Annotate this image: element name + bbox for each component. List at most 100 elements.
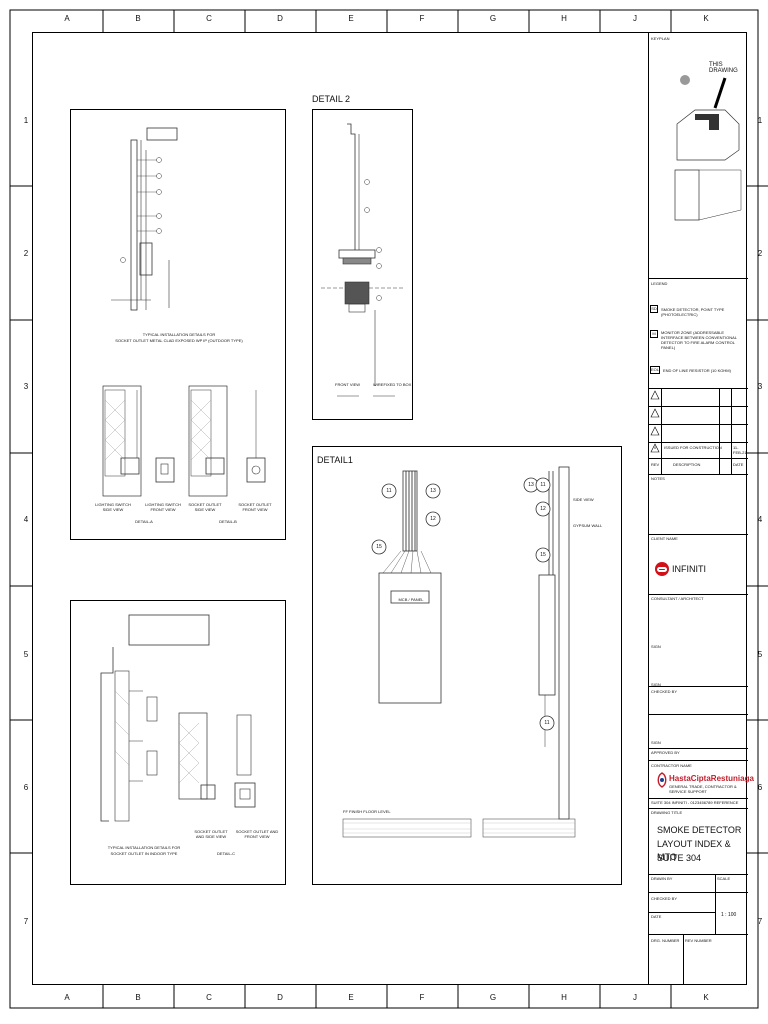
revision-0-desc: ISSUED FOR CONSTRUCTION	[664, 445, 722, 450]
contractor-name: HastaCiptaRestuniaga	[669, 774, 754, 783]
drawn-by-label: DRAWN BY	[651, 876, 673, 881]
scale-label: SCALE	[717, 876, 731, 881]
drawing-title-label: DRAWING TITLE	[651, 810, 683, 815]
legend-section	[649, 278, 748, 279]
callout-l-4: 15	[376, 544, 382, 550]
grid-col-e-bottom: E	[348, 993, 354, 1002]
grid-col-b: B	[135, 14, 141, 23]
drawing-title-line-1: SMOKE DETECTOR	[657, 825, 742, 835]
indoor-caption-1: TYPICAL INSTALLATION DETAILS FOR	[107, 845, 181, 850]
side-view-note: SIDE VIEW	[573, 497, 594, 502]
rev-number-label: REV NUMBER	[685, 938, 712, 943]
callout-l-3: 12	[430, 516, 436, 522]
callout-r-3: 12	[540, 506, 546, 512]
mcb-panel-label: MCB / PANEL	[398, 597, 424, 602]
client-section	[649, 534, 748, 535]
detail-1-title: DETAIL1	[317, 455, 353, 465]
callout-r-2: 11	[540, 482, 546, 488]
rev-header-date: DATE	[733, 462, 744, 467]
sign-label-2: SIGN	[651, 682, 661, 687]
detail-panel-outdoor: TYPICAL INSTALLATION DETAILS FOR SOCKET …	[70, 109, 286, 540]
detail-2-drawing	[321, 123, 405, 397]
grid-col-a-bottom: A	[64, 993, 70, 1002]
grid-row-2-right: 2	[757, 249, 763, 258]
consultant-section	[649, 594, 748, 595]
contractor-section	[649, 760, 748, 761]
rev-header-desc: DESCRIPTION	[673, 462, 701, 467]
drawing-number-label: DRG. NUMBER	[651, 938, 680, 943]
sub-label-socket-and-side: SOCKET OUTLET AND SIDE VIEW	[194, 829, 228, 839]
revision-triangles	[650, 390, 660, 453]
sub-label-socket-side: SOCKET OUTLET SIDE VIEW	[188, 502, 222, 512]
grid-row-3-right: 3	[757, 382, 763, 391]
callout-r-4: 15	[540, 552, 546, 558]
indoor-installation-drawing	[100, 614, 256, 822]
revision-0-rev: 0	[654, 445, 657, 450]
drawing-title-line-2: LAYOUT INDEX & MTO	[657, 839, 731, 862]
grid-col-d-bottom: D	[277, 993, 283, 1002]
checked-by-label: CHECKED BY	[651, 896, 678, 901]
sub-label-socket-front: SOCKET OUTLET FRONT VIEW	[238, 502, 272, 512]
callout-r-1: 13	[528, 482, 534, 488]
date-label: DATE	[651, 914, 662, 919]
drawing-title-line-3: SUITE 304	[657, 853, 702, 863]
legend-text-eol: END OF LINE RESISTOR (10 KOHM)	[663, 368, 731, 373]
keyplan-label: KEYPLAN	[651, 36, 670, 41]
grid-row-7-right: 7	[757, 917, 763, 926]
consultant-label: CONSULTANT / ARCHITECT	[651, 596, 704, 601]
client-logo: INFINITI	[655, 562, 706, 576]
keyplan-drawing	[674, 75, 742, 221]
notes-section	[649, 474, 748, 475]
grid-col-c-bottom: C	[206, 993, 212, 1002]
revision-0-date: 11-FEB-21	[733, 445, 747, 455]
client-label: CLIENT NAME	[651, 536, 678, 541]
drawing-frame	[32, 32, 747, 985]
grid-col-d: D	[277, 14, 283, 23]
grid-col-j-bottom: J	[633, 993, 637, 1002]
grid-col-b-bottom: B	[135, 993, 141, 1002]
title-block: KEYPLAN THIS DRAWING LEGEND SD SMOKE DET…	[648, 32, 754, 985]
detail-panel-indoor: TYPICAL INSTALLATION DETAILS FOR SOCKET …	[70, 600, 286, 885]
contractor-address: SUITE 304 INFINITI - 0123456789 REFERENC…	[651, 800, 739, 805]
contractor-tagline: GENERAL TRADE, CONTRACTOR & SERVICE SUPP…	[669, 784, 737, 794]
front-view-label: FRONT VIEW	[335, 382, 361, 387]
grid-row-6-right: 6	[757, 783, 763, 792]
grid-row-5-right: 5	[757, 650, 763, 659]
grid-col-g-bottom: G	[489, 993, 497, 1002]
grid-row-6: 6	[23, 783, 29, 792]
outdoor-caption-2: SOCKET OUTLET METAL CLAD EXPOSED WP IP (…	[115, 338, 243, 343]
outdoor-installation-drawing	[102, 127, 266, 497]
grid-row-1-right: 1	[757, 116, 763, 125]
approved-label: APPROVED BY	[651, 750, 680, 755]
detail-1-panel: DETAIL1 11 13 12 15 13 11 12 15 11 MCB /…	[312, 446, 622, 885]
notes-label: NOTES	[651, 476, 665, 481]
grid-row-4-right: 4	[757, 515, 763, 524]
grid-col-c: C	[206, 14, 212, 23]
drawing-title-section	[649, 808, 748, 809]
grid-row-3: 3	[23, 382, 29, 391]
grid-row-4: 4	[23, 515, 29, 524]
grid-row-5: 5	[23, 650, 29, 659]
grid-row-1: 1	[23, 116, 29, 125]
this-drawing-label: THIS DRAWING	[709, 62, 738, 74]
legend-symbol-monitor: M	[650, 330, 658, 338]
floor-level-label: FF FINISH FLOOR LEVEL	[343, 809, 391, 814]
callout-l-2: 13	[430, 488, 436, 494]
grid-row-2: 2	[23, 249, 29, 258]
legend-symbol-smoke: SD	[650, 305, 658, 313]
detail-2-title: DETAIL 2	[312, 94, 351, 104]
grid-col-g: G	[489, 14, 497, 23]
legend-text-smoke: SMOKE DETECTOR, POINT TYPE (PHOTOELECTRI…	[661, 307, 725, 317]
client-name: INFINITI	[672, 564, 706, 574]
sub-label-socket-and-front: SOCKET OUTLET AND FRONT VIEW	[235, 829, 279, 839]
rev-header-rev: REV	[651, 462, 660, 467]
grid-col-h-bottom: H	[561, 993, 567, 1002]
outdoor-caption-1: TYPICAL INSTALLATION DETAILS FOR	[142, 332, 216, 337]
detail-b-label: DETAIL-B	[219, 519, 237, 524]
infiniti-logo-icon	[655, 562, 669, 576]
sign-label-1: SIGN	[651, 644, 661, 649]
callout-l-1: 11	[386, 488, 392, 494]
grid-col-h: H	[561, 14, 567, 23]
detail-a-label: DETAIL-A	[135, 519, 153, 524]
